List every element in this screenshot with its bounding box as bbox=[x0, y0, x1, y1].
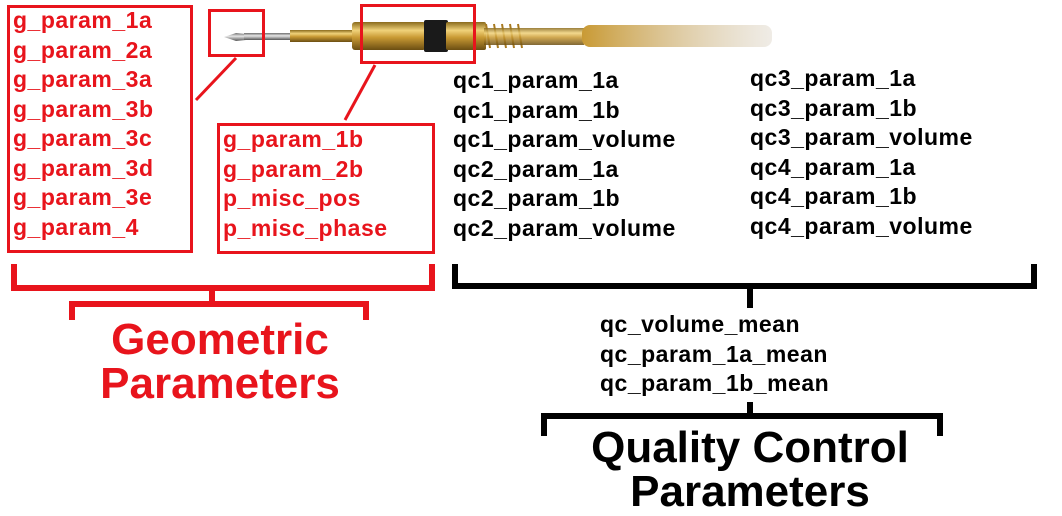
body-params-list: g_param_1b g_param_2b p_misc_pos p_misc_… bbox=[223, 125, 388, 243]
list-item: g_param_3e bbox=[13, 183, 154, 213]
list-item: g_param_1b bbox=[223, 125, 388, 155]
list-item: qc2_param_volume bbox=[453, 214, 676, 244]
list-item: g_param_3c bbox=[13, 124, 154, 154]
list-item: g_param_3a bbox=[13, 65, 154, 95]
quality-bracket bbox=[455, 264, 1034, 308]
qc-means-list: qc_volume_mean qc_param_1a_mean qc_param… bbox=[600, 310, 829, 399]
list-item: g_param_4 bbox=[13, 213, 154, 243]
list-item: qc3_param_1b bbox=[750, 94, 973, 124]
list-item: qc_param_1b_mean bbox=[600, 369, 829, 399]
tip-pointer-line bbox=[196, 58, 236, 100]
quality-title: Quality Control Parameters bbox=[520, 426, 980, 514]
list-item: qc2_param_1b bbox=[453, 184, 676, 214]
list-item: qc3_param_1a bbox=[750, 64, 973, 94]
geometric-title: Geometric Parameters bbox=[40, 318, 400, 406]
list-item: g_param_2b bbox=[223, 155, 388, 185]
list-item: qc1_param_1a bbox=[453, 66, 676, 96]
list-item: qc4_param_1b bbox=[750, 182, 973, 212]
list-item: qc1_param_volume bbox=[453, 125, 676, 155]
list-item: qc4_param_volume bbox=[750, 212, 973, 242]
tip-params-list: g_param_1a g_param_2a g_param_3a g_param… bbox=[13, 6, 154, 242]
qc-params-col2: qc3_param_1a qc3_param_1b qc3_param_volu… bbox=[750, 64, 973, 241]
list-item: qc2_param_1a bbox=[453, 155, 676, 185]
qc-params-col1: qc1_param_1a qc1_param_1b qc1_param_volu… bbox=[453, 66, 676, 243]
list-item: qc4_param_1a bbox=[750, 153, 973, 183]
list-item: g_param_3b bbox=[13, 95, 154, 125]
list-item: g_param_3d bbox=[13, 154, 154, 184]
list-item: g_param_2a bbox=[13, 36, 154, 66]
list-item: qc3_param_volume bbox=[750, 123, 973, 153]
list-item: p_misc_phase bbox=[223, 214, 388, 244]
body-pointer-line bbox=[345, 65, 375, 120]
list-item: qc_volume_mean bbox=[600, 310, 829, 340]
list-item: qc1_param_1b bbox=[453, 96, 676, 126]
geometric-bracket bbox=[14, 264, 432, 320]
list-item: qc_param_1a_mean bbox=[600, 340, 829, 370]
list-item: p_misc_pos bbox=[223, 184, 388, 214]
list-item: g_param_1a bbox=[13, 6, 154, 36]
